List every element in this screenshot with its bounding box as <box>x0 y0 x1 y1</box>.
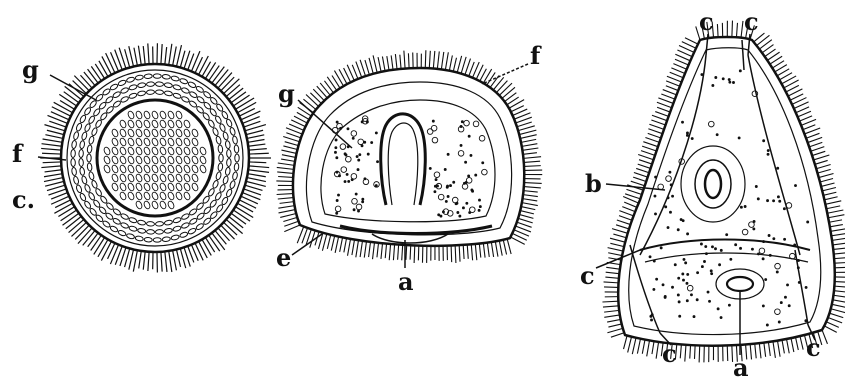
section-3-label-b: b <box>585 169 602 198</box>
section-1-label-f: f <box>12 139 24 168</box>
section-3-label-c-top-right: c <box>744 7 759 36</box>
section-3-label-c-mid: c <box>580 261 595 290</box>
section-3-canal-lumen <box>705 170 721 198</box>
section-3-triangular: c c b c c c a <box>580 7 845 381</box>
section-3-label-c-bottom-right: c <box>806 333 821 362</box>
section-1-label-c: c. <box>12 185 35 214</box>
section-2-canal <box>381 114 426 205</box>
section-2-label-f: f <box>530 41 542 70</box>
section-3-label-c-top-left: c <box>699 7 714 36</box>
section-2-label-g: g <box>278 79 295 108</box>
section-3-label-c-bottom-left: c <box>662 339 677 368</box>
section-2-label-a: a <box>398 267 414 296</box>
section-2-label-e: e <box>276 243 291 272</box>
section-3-outer-wall <box>618 37 835 346</box>
section-2-dome: g f e a <box>276 41 542 296</box>
section-1-round: g f c. <box>12 43 271 272</box>
section-1-label-g: g <box>22 55 39 84</box>
section-3-label-a: a <box>733 353 749 381</box>
section-3-lower-canal-lumen <box>727 277 753 291</box>
section-2-leader-e <box>292 234 322 255</box>
section-1-outer-wall <box>61 64 249 252</box>
